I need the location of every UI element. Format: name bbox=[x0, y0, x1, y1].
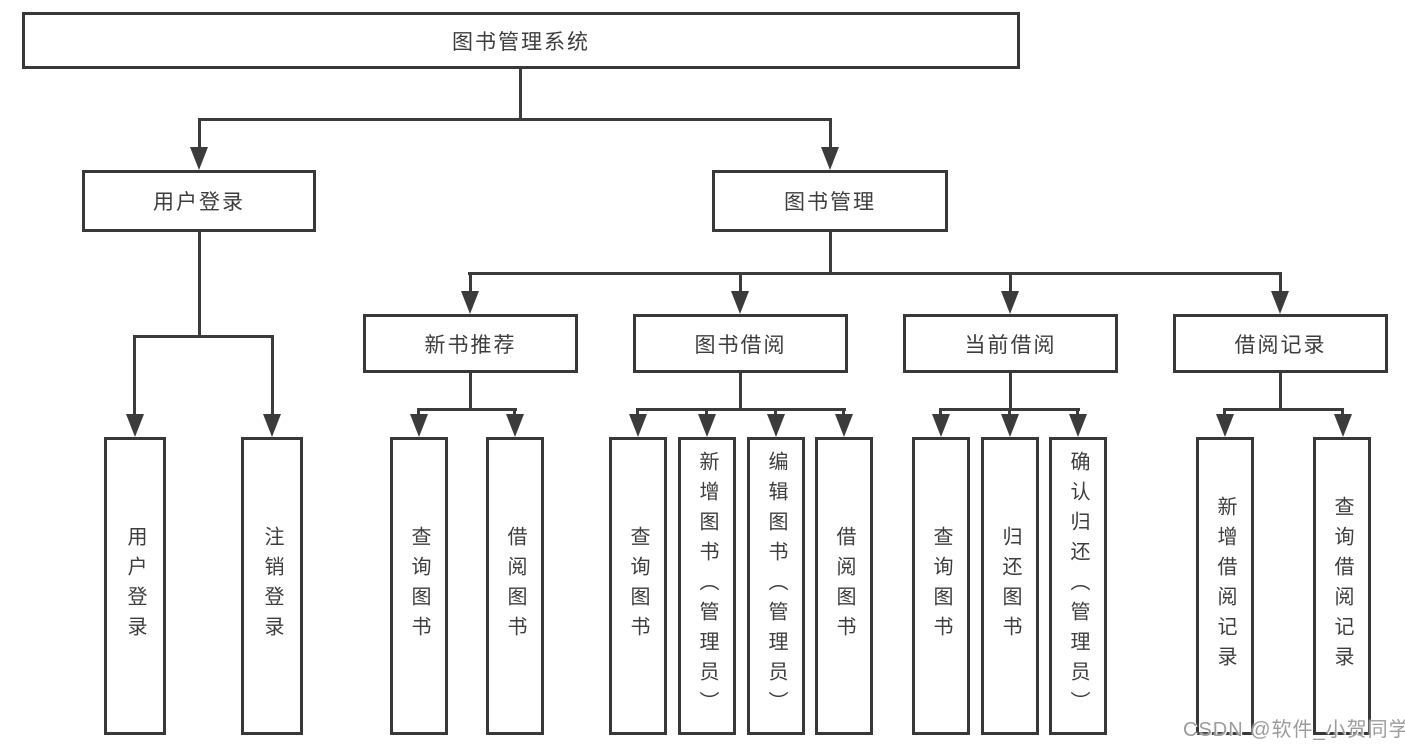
arrow-down-icon bbox=[263, 414, 281, 437]
node-library-management-system: 图书管理系统 bbox=[22, 12, 1020, 69]
leaf-label: 查询图书 bbox=[627, 526, 649, 646]
connector-line bbox=[774, 408, 777, 418]
connector-line bbox=[513, 408, 516, 418]
arrow-down-icon bbox=[1001, 291, 1019, 314]
leaf-edit-book-admin: 编辑图书（管理员） bbox=[747, 437, 805, 735]
arrow-down-icon bbox=[1001, 414, 1019, 437]
connector-line bbox=[1008, 408, 1011, 418]
node-current-borrow: 当前借阅 bbox=[903, 314, 1118, 373]
connector-line bbox=[705, 408, 708, 418]
connector-line bbox=[198, 232, 201, 335]
node-user-login: 用户登录 bbox=[82, 170, 316, 232]
leaf-label: 查询图书 bbox=[408, 526, 430, 646]
connector-line bbox=[739, 272, 742, 292]
connector-line bbox=[939, 408, 942, 418]
connector-line bbox=[1223, 408, 1344, 411]
connector-line bbox=[1076, 408, 1079, 418]
connector-line bbox=[468, 272, 1282, 275]
arrow-down-icon bbox=[1216, 414, 1234, 437]
arrow-down-icon bbox=[461, 291, 479, 314]
leaf-borrow-books: 借阅图书 bbox=[815, 437, 873, 735]
leaf-borrow-books-recommend: 借阅图书 bbox=[486, 437, 544, 735]
leaf-label: 归还图书 bbox=[999, 526, 1021, 646]
leaf-label: 查询图书 bbox=[930, 526, 952, 646]
leaf-query-books-borrow: 查询图书 bbox=[609, 437, 667, 735]
connector-line bbox=[1279, 373, 1282, 408]
connector-line bbox=[198, 118, 201, 150]
leaf-user-login: 用户登录 bbox=[104, 437, 166, 735]
node-new-book-recommend: 新书推荐 bbox=[363, 314, 578, 373]
leaf-label: 注销登录 bbox=[261, 526, 283, 646]
connector-line bbox=[1009, 272, 1012, 292]
leaf-logout: 注销登录 bbox=[241, 437, 303, 735]
leaf-label: 借阅图书 bbox=[833, 526, 855, 646]
arrow-down-icon bbox=[731, 291, 749, 314]
arrow-down-icon bbox=[506, 414, 524, 437]
connector-line bbox=[271, 335, 274, 415]
connector-line bbox=[1341, 408, 1344, 418]
arrow-down-icon bbox=[932, 414, 950, 437]
arrow-down-icon bbox=[190, 147, 208, 170]
connector-line bbox=[1223, 408, 1226, 418]
leaf-label: 新增借阅记录 bbox=[1214, 496, 1236, 676]
connector-line bbox=[417, 408, 420, 418]
arrow-down-icon bbox=[1271, 291, 1289, 314]
arrow-down-icon bbox=[835, 414, 853, 437]
arrow-down-icon bbox=[629, 414, 647, 437]
leaf-label: 编辑图书（管理员） bbox=[765, 451, 787, 721]
leaf-label: 确认归还（管理员） bbox=[1067, 451, 1089, 721]
leaf-query-books-recommend: 查询图书 bbox=[390, 437, 448, 735]
arrow-down-icon bbox=[767, 414, 785, 437]
leaf-add-book-admin: 新增图书（管理员） bbox=[678, 437, 736, 735]
leaf-label: 用户登录 bbox=[124, 526, 146, 646]
arrow-down-icon bbox=[821, 147, 839, 170]
leaf-label: 新增图书（管理员） bbox=[696, 451, 718, 721]
connector-line bbox=[469, 272, 472, 292]
arrow-down-icon bbox=[1334, 414, 1352, 437]
node-book-management: 图书管理 bbox=[712, 170, 948, 232]
connector-line bbox=[636, 408, 639, 418]
connector-line bbox=[133, 335, 136, 415]
connector-line bbox=[829, 118, 832, 150]
leaf-add-borrow-record: 新增借阅记录 bbox=[1196, 437, 1254, 735]
connector-line bbox=[636, 408, 846, 411]
leaf-query-books-current: 查询图书 bbox=[912, 437, 970, 735]
connector-line bbox=[469, 373, 472, 408]
node-book-borrow: 图书借阅 bbox=[633, 314, 848, 373]
connector-line bbox=[1009, 373, 1012, 408]
connector-line bbox=[829, 232, 832, 272]
connector-line bbox=[417, 408, 517, 411]
connector-line bbox=[842, 408, 845, 418]
arrow-down-icon bbox=[126, 414, 144, 437]
leaf-label: 借阅图书 bbox=[504, 526, 526, 646]
connector-line bbox=[739, 373, 742, 408]
leaf-return-book: 归还图书 bbox=[981, 437, 1039, 735]
arrow-down-icon bbox=[698, 414, 716, 437]
node-borrow-records: 借阅记录 bbox=[1173, 314, 1388, 373]
connector-line bbox=[133, 335, 274, 338]
leaf-label: 查询借阅记录 bbox=[1331, 496, 1353, 676]
arrow-down-icon bbox=[1069, 414, 1087, 437]
leaf-query-borrow-record: 查询借阅记录 bbox=[1313, 437, 1371, 735]
arrow-down-icon bbox=[410, 414, 428, 437]
connector-line bbox=[519, 69, 522, 118]
connector-line bbox=[198, 118, 832, 121]
connector-line bbox=[1279, 272, 1282, 292]
leaf-confirm-return-admin: 确认归还（管理员） bbox=[1049, 437, 1107, 735]
watermark-text: CSDN @软件_小贺同学 bbox=[1183, 719, 1405, 741]
